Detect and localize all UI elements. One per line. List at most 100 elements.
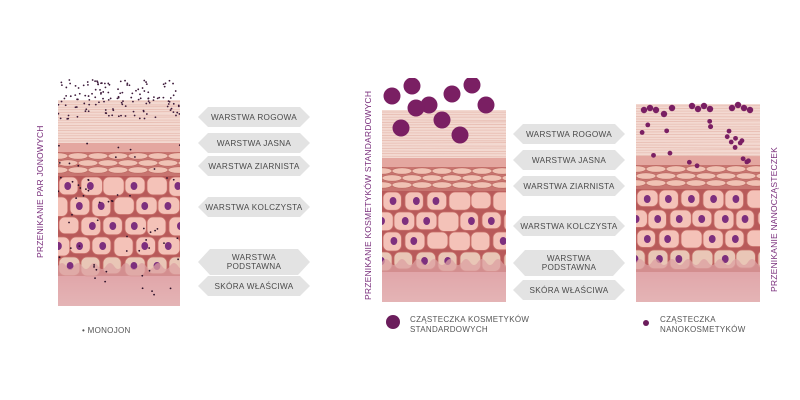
- skin-cell: [168, 216, 180, 237]
- cell-nucleus: [675, 255, 683, 263]
- nano-particle: [688, 102, 696, 110]
- monojon-dot: [120, 101, 123, 104]
- nano-particle: [746, 158, 751, 164]
- monojon-dot: [145, 83, 148, 86]
- skin-cell: [58, 196, 69, 217]
- monojon-dot: [68, 162, 71, 165]
- cell-nucleus: [432, 197, 440, 205]
- monojon-dot: [96, 80, 98, 83]
- legend-standard-particle-dot: [386, 315, 400, 329]
- monojon-dot: [84, 110, 87, 113]
- nano-particle: [728, 139, 734, 145]
- monojon-dot: [68, 221, 70, 224]
- granular-cell: [382, 174, 403, 182]
- monojon-dot: [87, 179, 90, 182]
- monojon-dot: [141, 287, 144, 290]
- monojon-dot: [84, 94, 87, 97]
- skin-cell: [492, 231, 506, 251]
- cell-nucleus: [698, 215, 706, 223]
- lucidum-layer: [382, 158, 506, 167]
- standard-particle: [433, 111, 451, 129]
- legend-nano-particle: CZĄSTECZKA NANOKOSMETYKÓW: [660, 315, 746, 335]
- cell-nucleus: [174, 182, 180, 190]
- corneum-line: [58, 121, 180, 124]
- monojon-dot: [104, 112, 107, 114]
- granular-cell: [725, 165, 747, 173]
- cell-nucleus: [636, 215, 640, 223]
- monojon-dot: [156, 97, 159, 100]
- granular-cell: [735, 172, 757, 180]
- monojon-dot: [162, 83, 165, 86]
- cell-nucleus: [412, 197, 420, 205]
- monojon-dot: [99, 89, 101, 91]
- monojon-dot: [94, 80, 96, 83]
- standard-particle: [420, 96, 438, 114]
- standard-particle: [443, 85, 461, 103]
- monojon-dot: [119, 92, 122, 95]
- monojon-dot: [152, 99, 155, 101]
- monojon-dot: [167, 103, 170, 105]
- monojon-dot: [153, 293, 155, 296]
- monojon-dot: [142, 227, 145, 230]
- monojon-dot: [153, 168, 156, 170]
- granular-cell: [491, 181, 506, 189]
- granular-cell: [77, 159, 99, 167]
- monojon-dot: [107, 91, 110, 94]
- monojon-dot: [130, 96, 133, 99]
- legend-nano-line2: NANOKOSMETYKÓW: [660, 325, 746, 334]
- skin-cell: [102, 176, 125, 196]
- skin-cell: [470, 231, 491, 251]
- monojon-dot: [103, 100, 105, 103]
- monojon-dot: [107, 99, 110, 101]
- corneum-line: [58, 111, 180, 113]
- granular-cell: [67, 152, 89, 160]
- monojon-dot: [75, 197, 78, 200]
- monojon-dot: [87, 110, 90, 113]
- granular-cell: [695, 172, 717, 180]
- monojon-dot: [137, 88, 140, 91]
- granular-cell: [481, 174, 503, 182]
- corneum-line: [636, 147, 760, 149]
- monojon-dot: [134, 156, 136, 158]
- label-skora-wlasciwa-middle: SKÓRA WŁAŚCIWA: [513, 280, 625, 300]
- granular-cell: [167, 152, 180, 160]
- monojon-dot: [104, 109, 107, 111]
- monojon-dot: [169, 287, 172, 290]
- monojon-dot: [67, 117, 70, 120]
- monojon-dot: [71, 213, 73, 216]
- monojon-dot: [74, 84, 77, 87]
- monojon-dot: [116, 194, 119, 196]
- monojon-dot: [124, 115, 127, 117]
- monojon-dot: [102, 97, 104, 100]
- label-podstawna-line1: WARSTWA: [231, 253, 277, 262]
- monojon-dot: [163, 242, 165, 245]
- granular-cell: [461, 174, 483, 182]
- monojon-dot: [85, 188, 87, 191]
- monojon-dot: [148, 101, 151, 104]
- monojon-dot: [174, 90, 177, 92]
- nano-particle: [706, 105, 714, 113]
- granular-cell: [431, 181, 453, 189]
- label-warstwa-rogowa-middle: WARSTWA ROGOWA: [513, 124, 625, 144]
- nano-particle: [651, 152, 656, 158]
- cell-nucleus: [731, 235, 739, 243]
- skin-cell: [746, 229, 760, 247]
- legend-standard-particle: CZĄSTECZKA KOSMETYKÓW STANDARDOWYCH: [410, 315, 529, 335]
- monojon-dot: [103, 82, 106, 85]
- monojon-dot: [172, 111, 175, 114]
- monojon-dot: [60, 100, 63, 103]
- monojon-dot: [58, 103, 60, 106]
- monojon-dot: [178, 144, 180, 147]
- skin-cell: [470, 191, 492, 210]
- monojon-dot: [131, 92, 134, 95]
- cell-nucleus: [88, 222, 96, 230]
- granular-cell: [87, 166, 109, 174]
- monojon-dot: [147, 100, 150, 102]
- monojon-dot: [168, 100, 171, 103]
- monojon-dot: [147, 91, 150, 94]
- monojon-dot: [112, 108, 114, 110]
- nano-particle: [694, 163, 700, 169]
- granular-cell: [127, 166, 149, 174]
- skin-cell: [146, 216, 167, 237]
- granular-cell: [655, 172, 677, 180]
